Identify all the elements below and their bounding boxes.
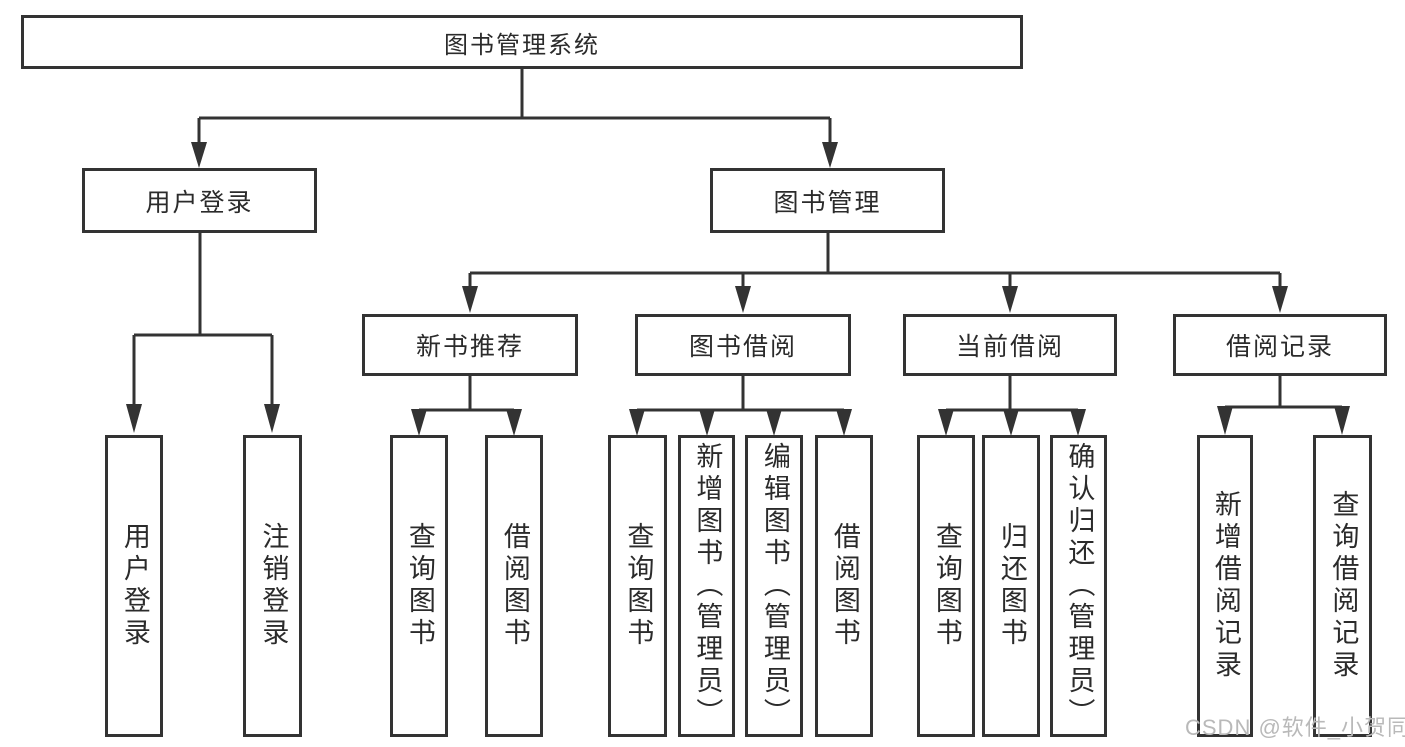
node-user-login: 用户登录 [82, 168, 317, 233]
node-root: 图书管理系统 [21, 15, 1023, 69]
leaf-label: 借阅图书 [499, 522, 530, 650]
leaf-add-books-admin: 新增图书（管理员） [678, 435, 735, 737]
leaf-label: 编辑图书（管理员） [759, 442, 790, 730]
leaf-label: 注销登录 [258, 522, 289, 650]
leaf-label: 新增图书（管理员） [692, 442, 723, 730]
arrowheads [126, 142, 1350, 436]
leaf-label: 确认归还（管理员） [1064, 442, 1095, 730]
node-book-management: 图书管理 [710, 168, 945, 233]
leaf-add-borrow-record: 新增借阅记录 [1197, 435, 1253, 737]
leaf-label: 归还图书 [996, 522, 1027, 650]
node-book-borrowing: 图书借阅 [635, 314, 851, 376]
node-current-borrowing: 当前借阅 [903, 314, 1117, 376]
leaf-user-login: 用户登录 [105, 435, 163, 737]
leaf-label: 借阅图书 [829, 522, 860, 650]
watermark: CSDN @软件_小贺同学 [1185, 715, 1405, 740]
node-new-book-recommend: 新书推荐 [362, 314, 578, 376]
leaf-query-borrow-record: 查询借阅记录 [1313, 435, 1372, 737]
leaf-label: 新增借阅记录 [1210, 490, 1241, 682]
leaf-query-books-recommend: 查询图书 [390, 435, 448, 737]
leaf-label: 用户登录 [119, 522, 150, 650]
node-borrowing-records: 借阅记录 [1173, 314, 1387, 376]
leaf-query-books-borrow: 查询图书 [608, 435, 667, 737]
leaf-label: 查询图书 [404, 522, 435, 650]
leaf-query-books-current: 查询图书 [917, 435, 975, 737]
leaf-label: 查询借阅记录 [1328, 490, 1359, 682]
leaf-label: 查询图书 [623, 522, 654, 650]
leaf-label: 查询图书 [931, 522, 962, 650]
leaf-borrow-books-recommend: 借阅图书 [485, 435, 543, 737]
leaf-edit-books-admin: 编辑图书（管理员） [745, 435, 803, 737]
leaf-confirm-return-admin: 确认归还（管理员） [1050, 435, 1107, 737]
leaf-logout: 注销登录 [243, 435, 302, 737]
leaf-borrow-books: 借阅图书 [815, 435, 873, 737]
leaf-return-books: 归还图书 [982, 435, 1040, 737]
